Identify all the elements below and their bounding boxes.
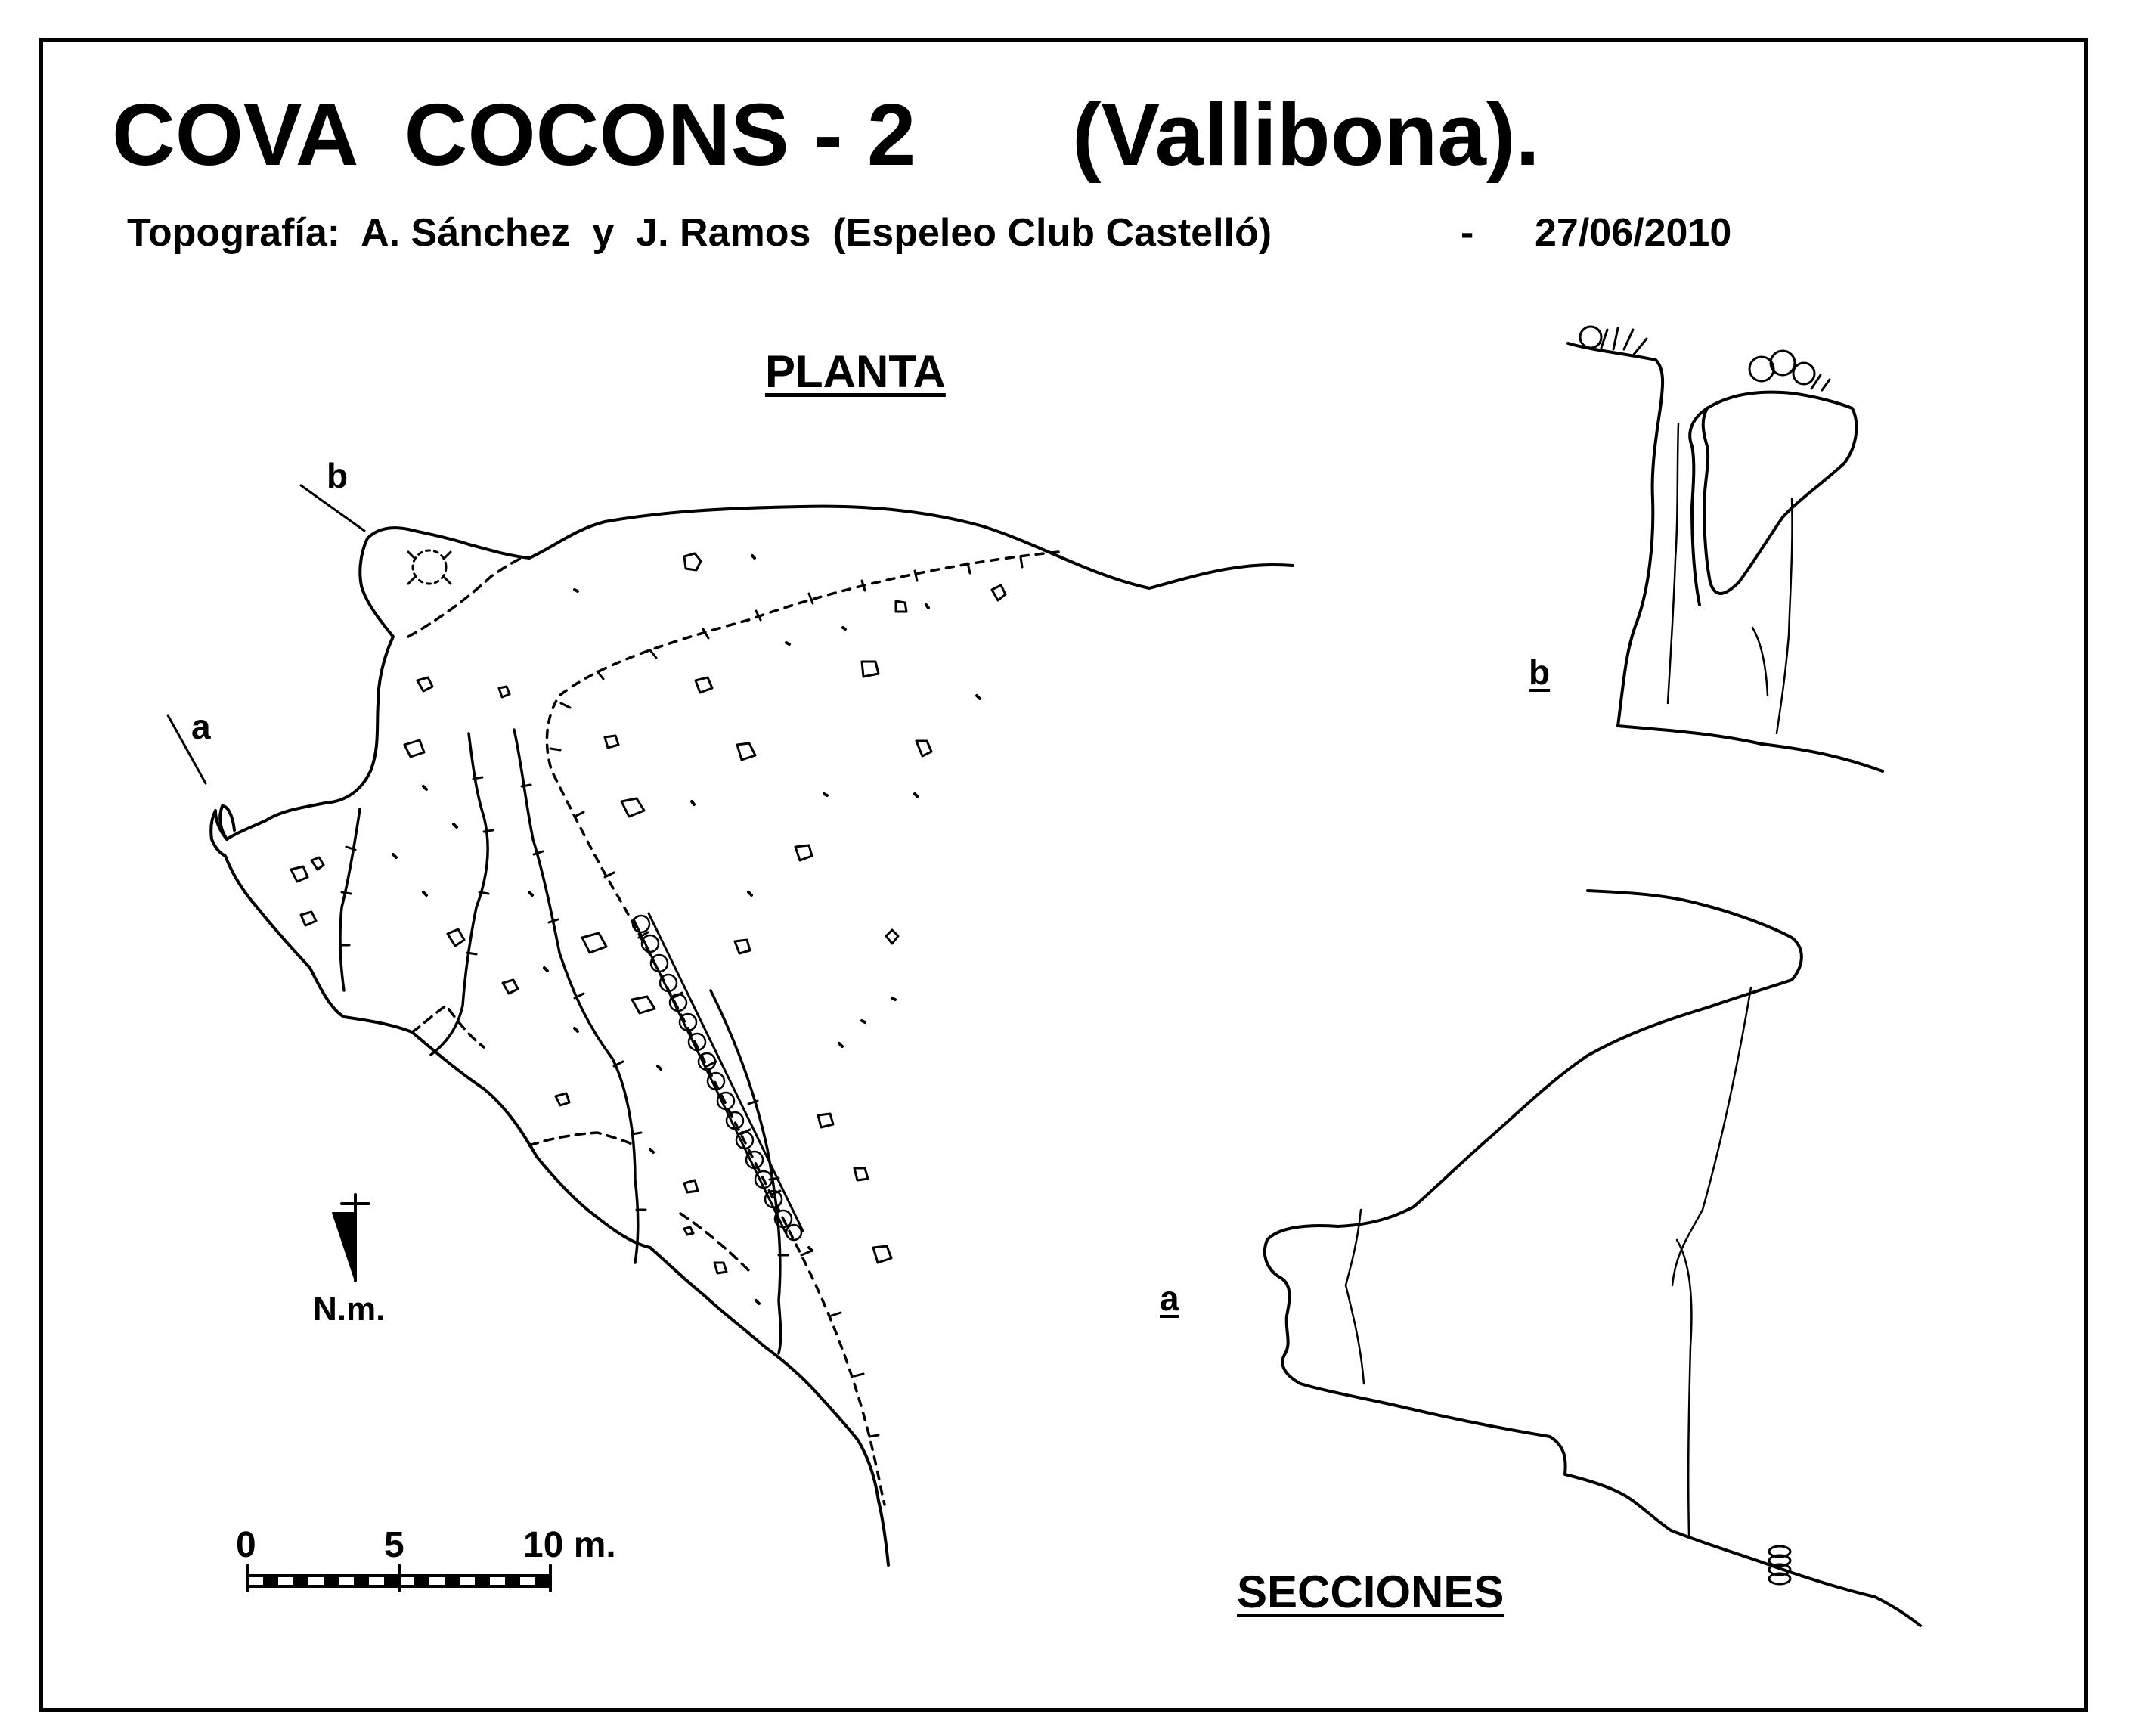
section-b-label: b xyxy=(1529,653,1551,692)
survey-date: 27/06/2010 xyxy=(1535,211,1732,255)
section-b-vegetation xyxy=(1579,325,1831,392)
sections-heading: SECCIONES xyxy=(1237,1567,1504,1617)
plan-heading: PLANTA xyxy=(765,346,946,397)
plan-entrance-a-nub xyxy=(218,804,236,841)
survey-credits: Topografía: A. Sánchez y J. Ramos (Espel… xyxy=(127,211,1272,255)
plan-cave-outline xyxy=(209,504,1294,1567)
plan-main-ledge-arc xyxy=(545,550,1060,1506)
plan-ladder-symbol xyxy=(631,912,804,1242)
plan-hachure-ticks xyxy=(339,556,1024,1438)
section-a-ladder-symbol xyxy=(1768,1545,1792,1586)
plan-section-line-b xyxy=(299,484,366,532)
section-b-profile xyxy=(1566,342,1884,773)
plan-ledge-line-4 xyxy=(709,989,782,1355)
plan-ledge-line-2 xyxy=(429,732,489,1056)
plan-sinkhole-symbol xyxy=(407,549,452,585)
credits-separator: - xyxy=(1461,211,1474,255)
plan-boulders xyxy=(290,552,1007,1275)
plan-dashed-line-lower-3 xyxy=(679,1212,750,1272)
plan-ledge-line-1 xyxy=(339,808,361,992)
cave-title: COVA COCONS - 2 xyxy=(112,85,916,184)
scale-bar xyxy=(246,1564,552,1592)
plan-ledge-line-3 xyxy=(513,728,640,1264)
plan-dashed-line-upper xyxy=(407,556,523,638)
scale-label-10: 10 m. xyxy=(523,1525,616,1565)
scale-label-5: 5 xyxy=(384,1525,404,1565)
plan-dashed-line-lower-1 xyxy=(411,1004,485,1049)
plan-section-line-label-b: b xyxy=(327,456,349,495)
plan-section-line-label-a: a xyxy=(191,707,211,746)
magnetic-north-arrow-icon xyxy=(332,1193,370,1282)
drawing-frame xyxy=(39,38,2088,1712)
section-a-profile xyxy=(1263,889,1922,1627)
scale-label-0: 0 xyxy=(236,1525,256,1565)
plan-dashed-line-lower-2 xyxy=(528,1131,637,1147)
plan-section-line-a xyxy=(166,714,207,785)
north-arrow-label: N.m. xyxy=(313,1291,386,1328)
plan-rubble-dots xyxy=(392,554,981,1305)
section-a-label: a xyxy=(1160,1279,1179,1318)
cave-locality: (Vallibona). xyxy=(1072,85,1540,184)
